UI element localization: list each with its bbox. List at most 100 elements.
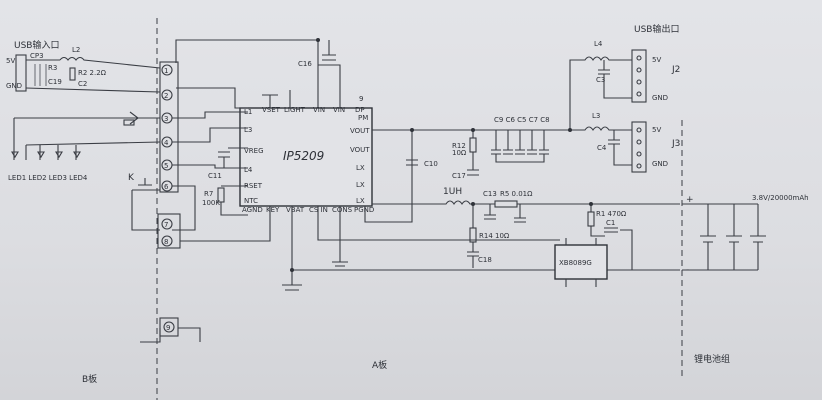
r1-label: R1 470Ω xyxy=(596,210,627,218)
pin-vin-1: VIN xyxy=(313,106,325,114)
l4-inductor xyxy=(569,56,632,130)
section-battery-pack: 锂电池组 xyxy=(694,353,730,365)
c2-label: C2 xyxy=(78,80,87,88)
wire-vin-top xyxy=(175,39,319,108)
c16-symbol xyxy=(322,54,336,61)
l4-label: L4 xyxy=(594,40,603,48)
c13-label: C13 xyxy=(483,190,497,198)
vset-ground xyxy=(262,94,278,108)
pin-pgnd: PGND xyxy=(354,206,374,214)
terminal-pins xyxy=(161,64,173,192)
pin-vreg: VREG xyxy=(244,147,264,155)
pin-vout-1: VOUT xyxy=(350,127,370,135)
r12-value: 10Ω xyxy=(452,149,467,157)
r7-label: R7 xyxy=(204,190,213,198)
terminal-strip xyxy=(159,61,179,193)
r5-resistor xyxy=(494,200,518,208)
c1-label: C1 xyxy=(606,219,615,227)
battery-plus: + xyxy=(686,195,694,205)
xb8089g-label: XB8089G xyxy=(559,259,592,267)
terminal-block-9 xyxy=(159,317,179,337)
c11-label: C11 xyxy=(208,172,222,180)
pin-l3: L3 xyxy=(244,126,252,134)
ip5209-chip xyxy=(239,107,373,207)
pin-lx-2: LX xyxy=(356,181,365,189)
output-caps xyxy=(491,130,549,163)
pin-pm: PM xyxy=(358,114,368,122)
key-label: K xyxy=(128,173,135,183)
pin-ntc: NTC xyxy=(244,197,258,205)
pin-l4: L4 xyxy=(244,166,253,174)
r2-resistor xyxy=(69,67,76,81)
terminal-3: 3 xyxy=(164,115,168,123)
leds-label: LED1 LED2 LED3 LED4 xyxy=(8,174,88,182)
r3-label: R3 xyxy=(48,64,57,72)
r1-resistor xyxy=(587,211,595,227)
c1-cap xyxy=(604,227,618,233)
c19-label: C19 xyxy=(48,78,62,86)
c18-label: C18 xyxy=(478,256,492,264)
xb8089g-chip xyxy=(554,244,608,280)
usb-input-title: USB输入口 xyxy=(14,39,59,51)
usb-output-title: USB输出口 xyxy=(634,23,679,35)
pin-number-9: 9 xyxy=(359,95,363,103)
terminal-5: 5 xyxy=(164,162,168,170)
terminal-block-78 xyxy=(157,213,181,249)
terminal-9: 9 xyxy=(166,324,170,332)
j3-label: J3 xyxy=(671,139,680,149)
r7-value: 100K xyxy=(202,199,220,207)
terminal-8: 8 xyxy=(164,238,168,246)
pin-lx-3: LX xyxy=(356,197,365,205)
pin-light: LIGHT xyxy=(284,106,306,114)
r2-label: R2 2.2Ω xyxy=(78,69,107,77)
c11-symbol xyxy=(218,151,230,168)
section-b-board: B板 xyxy=(82,373,97,385)
r5-label: R5 0.01Ω xyxy=(500,190,533,198)
l2-inductor-in xyxy=(26,56,161,69)
c16-label: C16 xyxy=(298,60,312,68)
vbat-ground xyxy=(282,206,302,291)
j2-5v: 5V xyxy=(652,56,661,64)
terminal-6: 6 xyxy=(164,183,169,191)
key-switch xyxy=(131,178,160,231)
inductor-1uh xyxy=(372,200,495,205)
c3-label: C3 xyxy=(596,76,605,84)
c10-label: C10 xyxy=(424,160,438,168)
pin-dp: DP xyxy=(355,106,365,114)
led-group xyxy=(11,151,81,159)
c4-label: C4 xyxy=(597,144,607,152)
junction-dots xyxy=(290,38,593,272)
c10-cap xyxy=(406,130,418,205)
input-caps xyxy=(34,64,47,86)
r14-label: R14 10Ω xyxy=(479,232,510,240)
terminal-1: 1 xyxy=(164,67,168,75)
cp3-label: CP3 xyxy=(30,52,44,60)
ip5209-label: IP5209 xyxy=(283,149,324,163)
j2-label: J2 xyxy=(671,65,680,75)
section-a-board: A板 xyxy=(372,359,387,371)
pin-vout-2: VOUT xyxy=(350,146,370,154)
j2-gnd: GND xyxy=(652,94,668,102)
inductor-label: 1UH xyxy=(443,187,462,197)
l3-inductor xyxy=(570,126,632,131)
pin-vbat: VBAT xyxy=(286,206,305,214)
terminal-7: 7 xyxy=(164,221,168,229)
c13-cap xyxy=(484,204,496,220)
j3-gnd: GND xyxy=(652,160,668,168)
led-indicator xyxy=(110,111,139,125)
battery-spec: 3.8V/20000mAh xyxy=(752,194,809,202)
pin-vset: VSET xyxy=(262,106,281,114)
caps-label: C9 C6 C5 C7 C8 xyxy=(494,116,550,124)
battery-cells xyxy=(682,203,766,271)
pin-agnd: AGND xyxy=(242,206,263,214)
terminal-2: 2 xyxy=(164,92,168,100)
pin-rset: RSET xyxy=(244,182,263,190)
pin-cons: CONS xyxy=(332,206,353,214)
usb-connector-j2 xyxy=(631,49,647,103)
r12-label: R12 xyxy=(452,142,466,150)
usb-connector-j3 xyxy=(631,121,647,173)
pin-vin-2: VIN xyxy=(333,106,345,114)
usb-in-gnd: GND xyxy=(6,82,22,90)
